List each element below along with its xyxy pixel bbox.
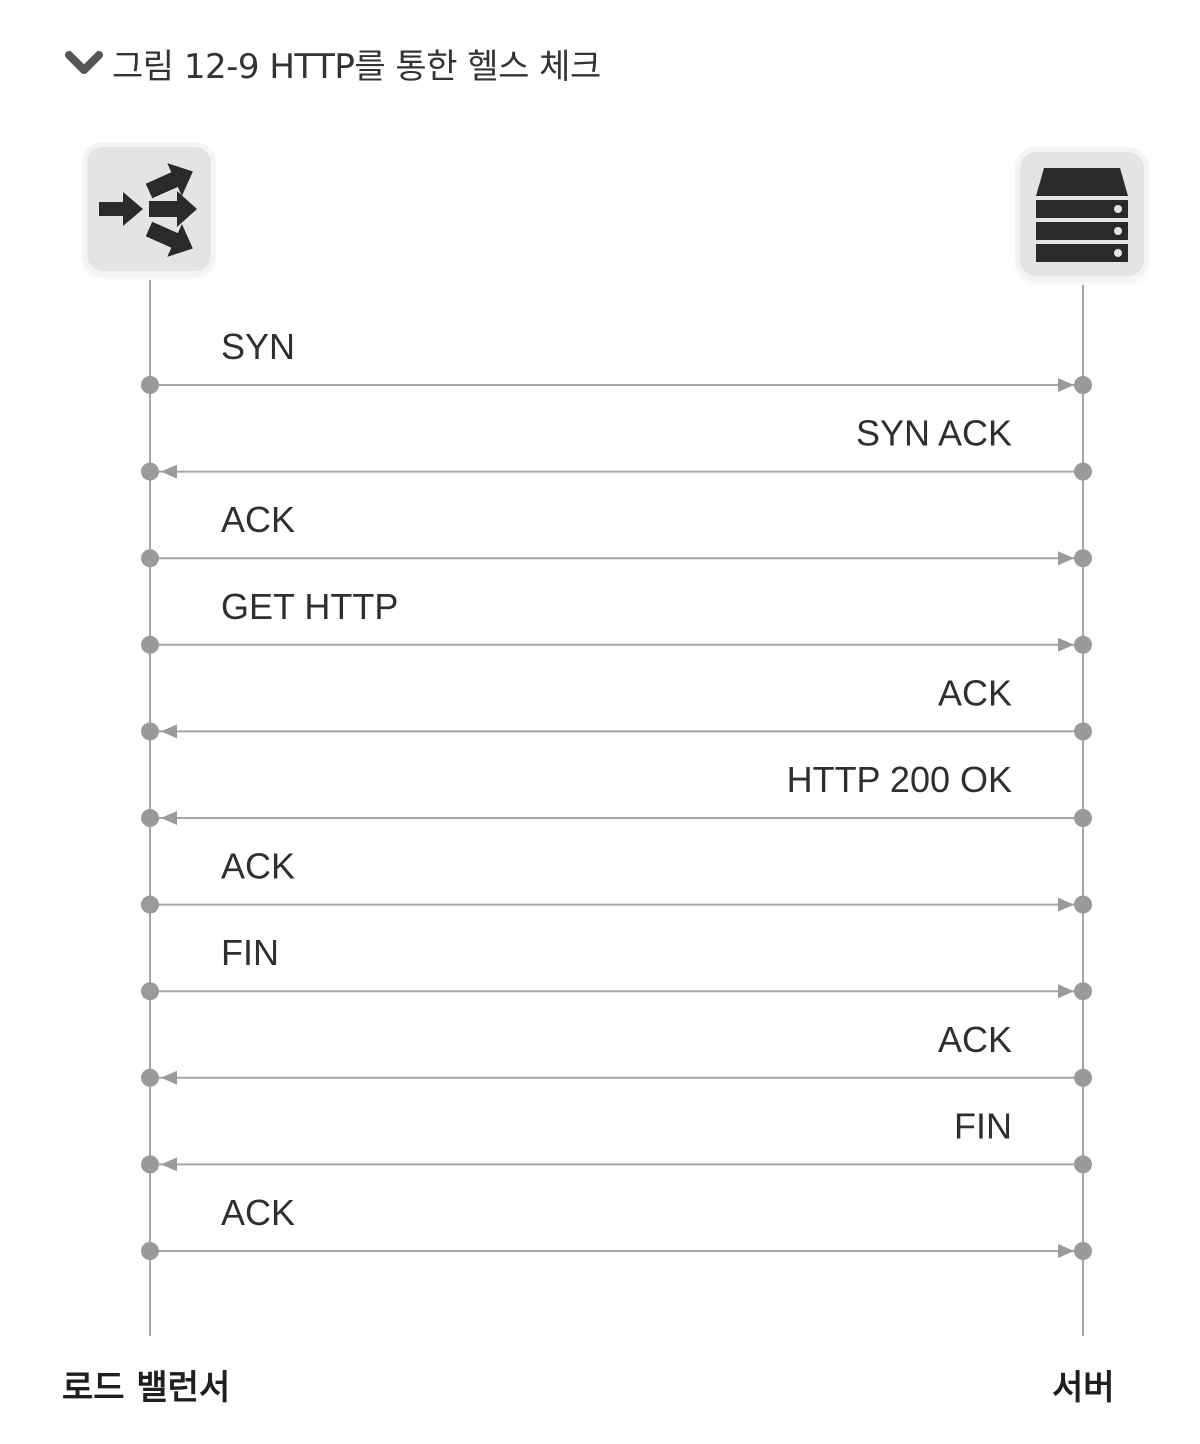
message-arrow: ACK [141,1192,1092,1260]
message-label: GET HTTP [221,586,398,627]
messages-layer: SYN SYN ACK ACK GET HTTP ACK HTTP 200 OK ACK FI… [141,326,1092,1260]
lifeline-dot [1074,1242,1092,1260]
arrowhead-left [161,724,177,739]
arrowhead-right [1058,637,1074,652]
lifeline-dot [1074,722,1092,741]
message-label: SYN ACK [856,413,1012,454]
lifeline-dot [141,982,159,1001]
message-arrow: ACK [141,672,1092,741]
message-label: HTTP 200 OK [787,759,1012,800]
message-arrow: ACK [141,846,1092,914]
lifeline-dot [1074,635,1092,654]
arrowhead-right [1058,897,1074,912]
lifeline-dot [141,1242,159,1260]
lifeline-dot [141,1068,159,1087]
lifeline-dot [141,809,159,827]
figure-header: 그림 12-9 HTTP를 통한 헬스 체크 [64,38,601,88]
arrowhead-right [1058,984,1074,999]
lifeline-dot [1074,982,1092,1001]
message-label: ACK [938,672,1012,713]
lifeline-dot [141,722,159,741]
lifeline-dot [141,1155,159,1174]
message-arrow: HTTP 200 OK [141,759,1092,827]
arrowhead-left [161,464,177,479]
server-label: 서버 [1052,1368,1115,1408]
message-label: ACK [221,1192,295,1233]
lifeline-dot [141,462,159,481]
message-arrow: GET HTTP [141,586,1092,654]
lifeline-dot [1074,376,1092,394]
chevron-down-icon [65,51,103,74]
lifeline-dot [1074,549,1092,568]
load-balancer-icon [87,147,211,271]
arrowhead-right [1058,551,1074,566]
message-label: ACK [221,846,295,887]
lifeline-dot [141,376,159,394]
lifeline-dot [1074,895,1092,914]
load-balancer-label: 로드 밸런서 [62,1368,231,1408]
message-arrow: SYN [141,326,1092,394]
lifeline-dot [141,549,159,568]
message-label: ACK [221,499,295,540]
message-label: FIN [954,1105,1012,1146]
message-arrow: SYN ACK [141,413,1092,481]
lifeline-dot [1074,1068,1092,1087]
message-arrow: FIN [141,1105,1092,1174]
lifeline-dot [1074,462,1092,481]
message-arrow: ACK [141,1019,1092,1087]
lifeline-dot [1074,1155,1092,1174]
figure-title: 그림 12-9 HTTP를 통한 헬스 체크 [112,46,601,87]
message-label: FIN [221,932,279,973]
server-icon [1020,152,1144,276]
arrowhead-right [1058,378,1074,392]
arrowhead-left [161,1157,177,1172]
lifeline-dot [1074,809,1092,827]
message-label: SYN [221,326,295,367]
arrowhead-left [161,1070,177,1085]
message-label: ACK [938,1019,1012,1060]
arrowhead-left [161,811,177,825]
message-arrow: FIN [141,932,1092,1001]
lifeline-dot [141,895,159,914]
lifeline-dot [141,635,159,654]
arrowhead-right [1058,1244,1074,1258]
message-arrow: ACK [141,499,1092,568]
